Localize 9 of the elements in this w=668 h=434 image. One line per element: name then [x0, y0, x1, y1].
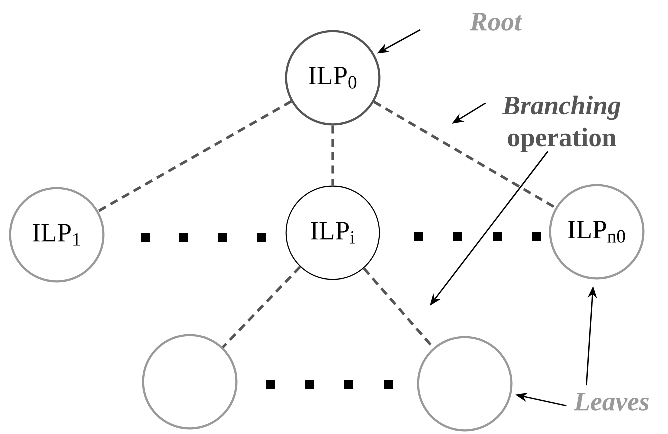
connector-line: [374, 100, 556, 210]
annotation-label: Root: [470, 13, 523, 31]
connector-line: [98, 100, 292, 213]
tree-node-circle: [142, 334, 238, 430]
annotation-label: Branching operation: [502, 96, 621, 152]
connector-line: [332, 126, 334, 186]
annotation-label: Leaves: [574, 393, 649, 411]
connector-line: [222, 266, 302, 348]
tree-node-circle: [417, 336, 513, 432]
